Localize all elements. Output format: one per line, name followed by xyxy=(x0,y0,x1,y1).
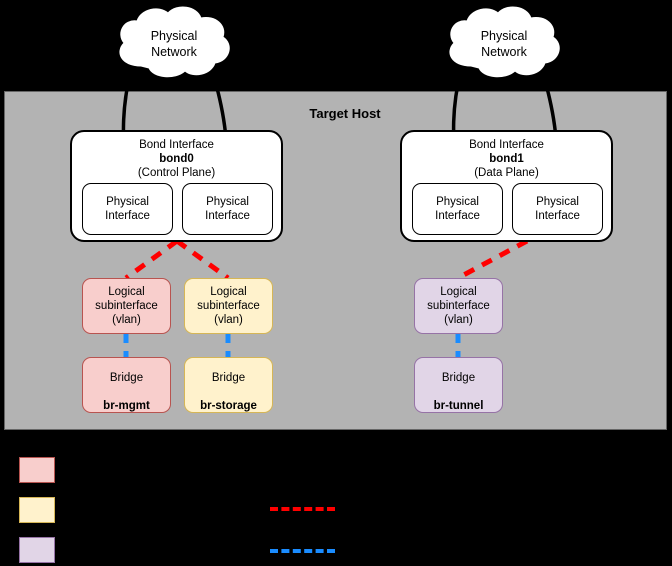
bond-title: Bond Interface xyxy=(139,139,214,151)
bond-interface-bond0[interactable]: Bond Interface bond0 (Control Plane) Phy… xyxy=(70,130,283,242)
physical-interface-box[interactable]: Physical Interface xyxy=(412,183,503,235)
logical-subinterface-mgmt[interactable]: Logical subinterface (vlan) xyxy=(82,278,171,334)
logical-subinterface-label: Logical subinterface (vlan) xyxy=(95,286,158,326)
bridge-label: Bridge br-tunnel xyxy=(434,357,484,413)
bond-name: bond1 xyxy=(489,153,524,165)
bridge-br-mgmt[interactable]: Bridge br-mgmt xyxy=(82,357,171,413)
legend-line-vlan xyxy=(270,507,335,511)
legend-swatch-mgmt xyxy=(19,457,55,483)
bridge-br-storage[interactable]: Bridge br-storage xyxy=(184,357,273,413)
physical-interface-label: Physical Interface xyxy=(435,196,480,222)
bridge-name: br-storage xyxy=(200,400,257,412)
bond-title: Bond Interface xyxy=(469,139,544,151)
bridge-title: Bridge xyxy=(441,372,476,384)
physical-interface-box[interactable]: Physical Interface xyxy=(512,183,603,235)
bond-plane: (Data Plane) xyxy=(474,167,539,179)
cloud-physical-network-left: Physical Network xyxy=(115,6,233,78)
logical-subinterface-tunnel[interactable]: Logical subinterface (vlan) xyxy=(414,278,503,334)
bridge-name: br-mgmt xyxy=(103,400,150,412)
bridge-name: br-tunnel xyxy=(433,400,484,412)
bond-interface-bond1[interactable]: Bond Interface bond1 (Data Plane) Physic… xyxy=(400,130,613,242)
logical-subinterface-storage[interactable]: Logical subinterface (vlan) xyxy=(184,278,273,334)
cloud-physical-network-right: Physical Network xyxy=(445,6,563,78)
cloud-label: Physical Network xyxy=(480,29,528,59)
physical-interface-label: Physical Interface xyxy=(205,196,250,222)
logical-subinterface-label: Logical subinterface (vlan) xyxy=(427,286,490,326)
bond-plane: (Control Plane) xyxy=(137,167,216,179)
logical-subinterface-label: Logical subinterface (vlan) xyxy=(197,286,260,326)
legend-swatch-tunnel xyxy=(19,537,55,563)
bond-interface-heading: Bond Interface bond1 (Data Plane) xyxy=(402,138,611,180)
bridge-label: Bridge br-storage xyxy=(200,357,257,413)
bond-name: bond0 xyxy=(159,153,194,165)
legend-swatch-storage xyxy=(19,497,55,523)
bridge-label: Bridge br-mgmt xyxy=(103,357,150,413)
target-host-label: Target Host xyxy=(309,106,381,121)
bridge-br-tunnel[interactable]: Bridge br-tunnel xyxy=(414,357,503,413)
bridge-title: Bridge xyxy=(211,372,246,384)
physical-interface-label: Physical Interface xyxy=(105,196,150,222)
physical-interface-box[interactable]: Physical Interface xyxy=(82,183,173,235)
bridge-title: Bridge xyxy=(109,372,144,384)
legend-line-bridge xyxy=(270,549,335,553)
cloud-label: Physical Network xyxy=(150,29,198,59)
physical-interface-label: Physical Interface xyxy=(535,196,580,222)
physical-interface-box[interactable]: Physical Interface xyxy=(182,183,273,235)
bond-interface-heading: Bond Interface bond0 (Control Plane) xyxy=(72,138,281,180)
